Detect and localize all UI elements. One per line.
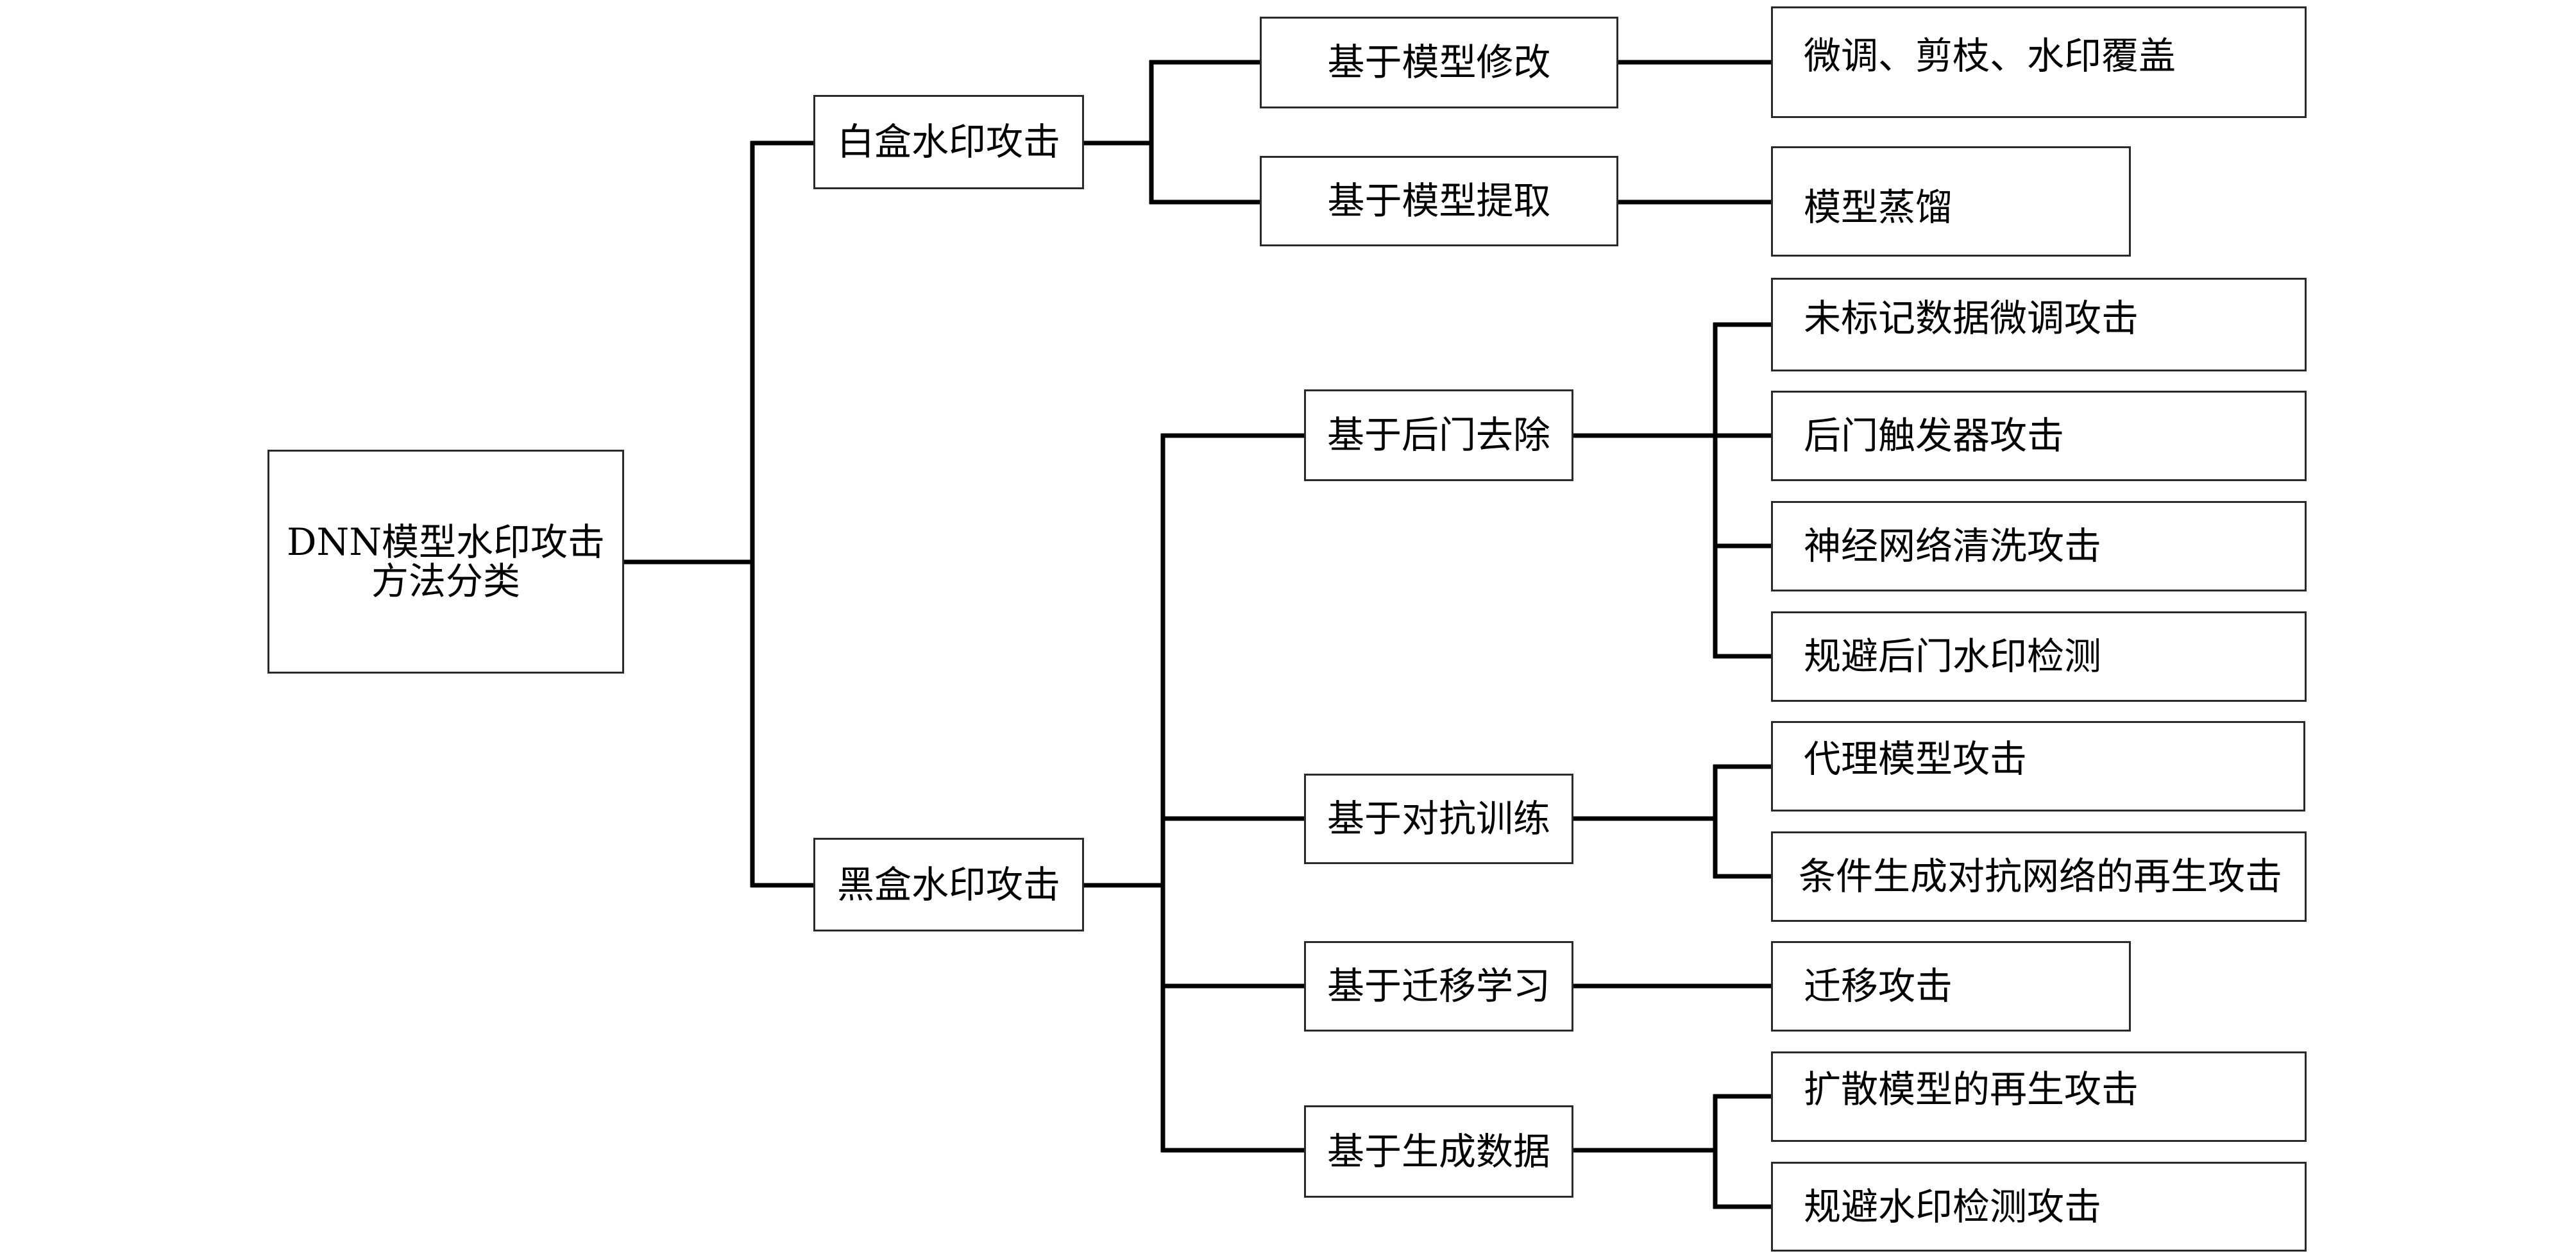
leaf-label: 微调、剪枝、水印覆盖 (1804, 34, 2176, 78)
leaf-label: 规避后门水印检测 (1804, 634, 2102, 679)
leaf-label: 神经网络清洗攻击 (1804, 524, 2102, 568)
leaf-model-distillation: 模型蒸馏 (1771, 146, 2131, 257)
method-model-modification: 基于模型修改 (1260, 17, 1618, 108)
root-label-line1: DNN模型水印攻击 (286, 520, 605, 564)
method-adversarial-training: 基于对抗训练 (1304, 774, 1573, 864)
leaf-surrogate-model: 代理模型攻击 (1771, 721, 2305, 812)
leaf-label: 迁移攻击 (1804, 964, 1953, 1008)
method-model-extraction: 基于模型提取 (1260, 156, 1618, 246)
method-label: 基于后门去除 (1326, 413, 1550, 457)
leaf-backdoor-trigger: 后门触发器攻击 (1771, 391, 2307, 481)
method-label: 基于对抗训练 (1326, 797, 1550, 841)
leaf-transfer-attack: 迁移攻击 (1771, 941, 2131, 1032)
branch-whitebox-label: 白盒水印攻击 (836, 120, 1060, 164)
leaf-finetune-prune-overwrite: 微调、剪枝、水印覆盖 (1771, 6, 2307, 118)
method-label: 基于模型提取 (1327, 179, 1551, 223)
method-generated-data: 基于生成数据 (1304, 1105, 1573, 1198)
leaf-neural-cleanse: 神经网络清洗攻击 (1771, 501, 2307, 591)
leaf-label: 未标记数据微调攻击 (1804, 296, 2139, 340)
leaf-label: 扩散模型的再生攻击 (1804, 1067, 2139, 1111)
branch-blackbox-label: 黑盒水印攻击 (836, 862, 1060, 906)
leaf-label: 代理模型攻击 (1804, 737, 2028, 781)
method-label: 基于迁移学习 (1326, 964, 1550, 1008)
leaf-label: 模型蒸馏 (1804, 185, 1953, 229)
leaf-label: 规避水印检测攻击 (1804, 1184, 2102, 1228)
leaf-label: 条件生成对抗网络的再生攻击 (1799, 854, 2283, 899)
branch-blackbox: 黑盒水印攻击 (813, 838, 1084, 931)
leaf-cgan-regeneration: 条件生成对抗网络的再生攻击 (1771, 831, 2307, 922)
method-transfer-learning: 基于迁移学习 (1304, 941, 1573, 1032)
root-node: DNN模型水印攻击 方法分类 (267, 450, 624, 674)
leaf-evade-backdoor-detection: 规避后门水印检测 (1771, 611, 2307, 702)
method-backdoor-removal: 基于后门去除 (1304, 389, 1573, 481)
method-label: 基于生成数据 (1326, 1129, 1550, 1173)
method-label: 基于模型修改 (1327, 40, 1551, 85)
leaf-label: 后门触发器攻击 (1804, 414, 2065, 458)
leaf-evade-watermark-detection: 规避水印检测攻击 (1771, 1162, 2307, 1252)
leaf-diffusion-regeneration: 扩散模型的再生攻击 (1771, 1051, 2307, 1142)
leaf-unlabeled-finetune: 未标记数据微调攻击 (1771, 278, 2307, 371)
branch-whitebox: 白盒水印攻击 (813, 95, 1084, 189)
root-label-line2: 方法分类 (371, 559, 520, 603)
